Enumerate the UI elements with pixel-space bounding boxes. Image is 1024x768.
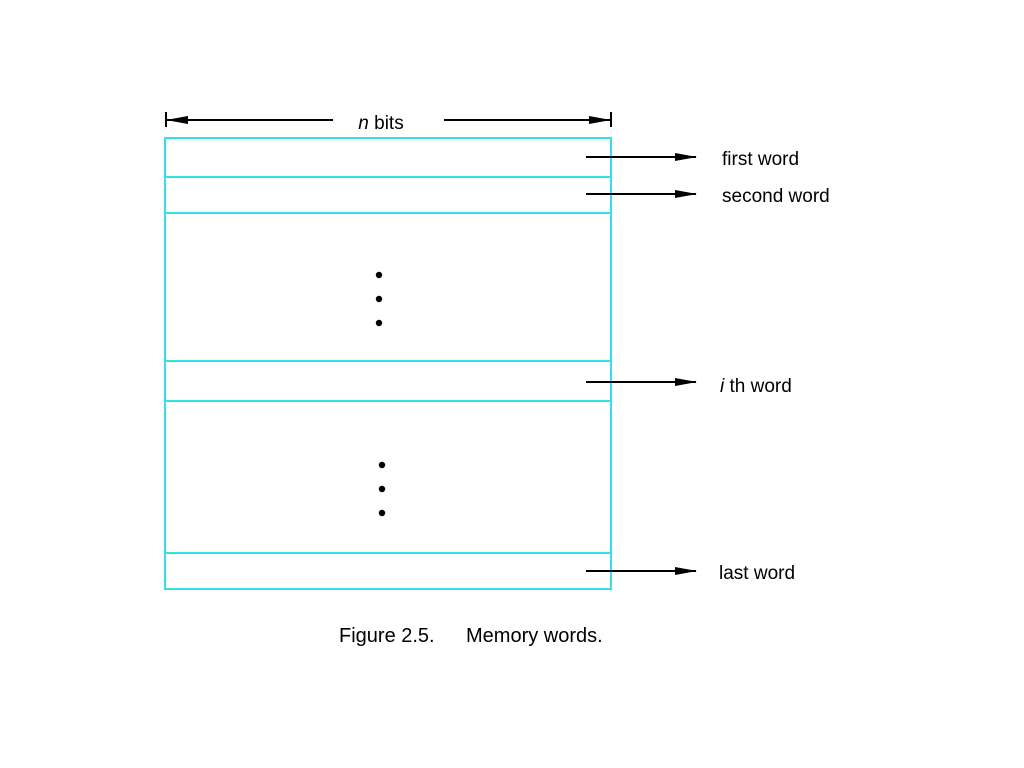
ellipsis-dot	[378, 485, 386, 493]
ellipsis-dot	[378, 461, 386, 469]
memory-outline	[164, 137, 612, 590]
memory-block	[164, 137, 612, 590]
first-word-label: first word	[722, 149, 799, 170]
ellipsis-dot	[375, 319, 383, 327]
width-dimension: n bits	[165, 112, 612, 134]
figure-number: Figure 2.5.	[339, 625, 435, 647]
ellipsis-dot	[378, 509, 386, 517]
last-word-label: last word	[719, 563, 795, 584]
width-label: n bits	[358, 113, 403, 134]
second-word-label: second word	[722, 186, 830, 207]
ellipsis-lower	[378, 461, 386, 517]
ith-word-label: i th word	[720, 376, 792, 397]
ellipsis-dot	[375, 271, 383, 279]
figure-title: Memory words.	[466, 625, 603, 647]
figure-caption: Figure 2.5. Memory words.	[339, 625, 603, 647]
ellipsis-upper	[375, 271, 383, 327]
ellipsis-dot	[375, 295, 383, 303]
